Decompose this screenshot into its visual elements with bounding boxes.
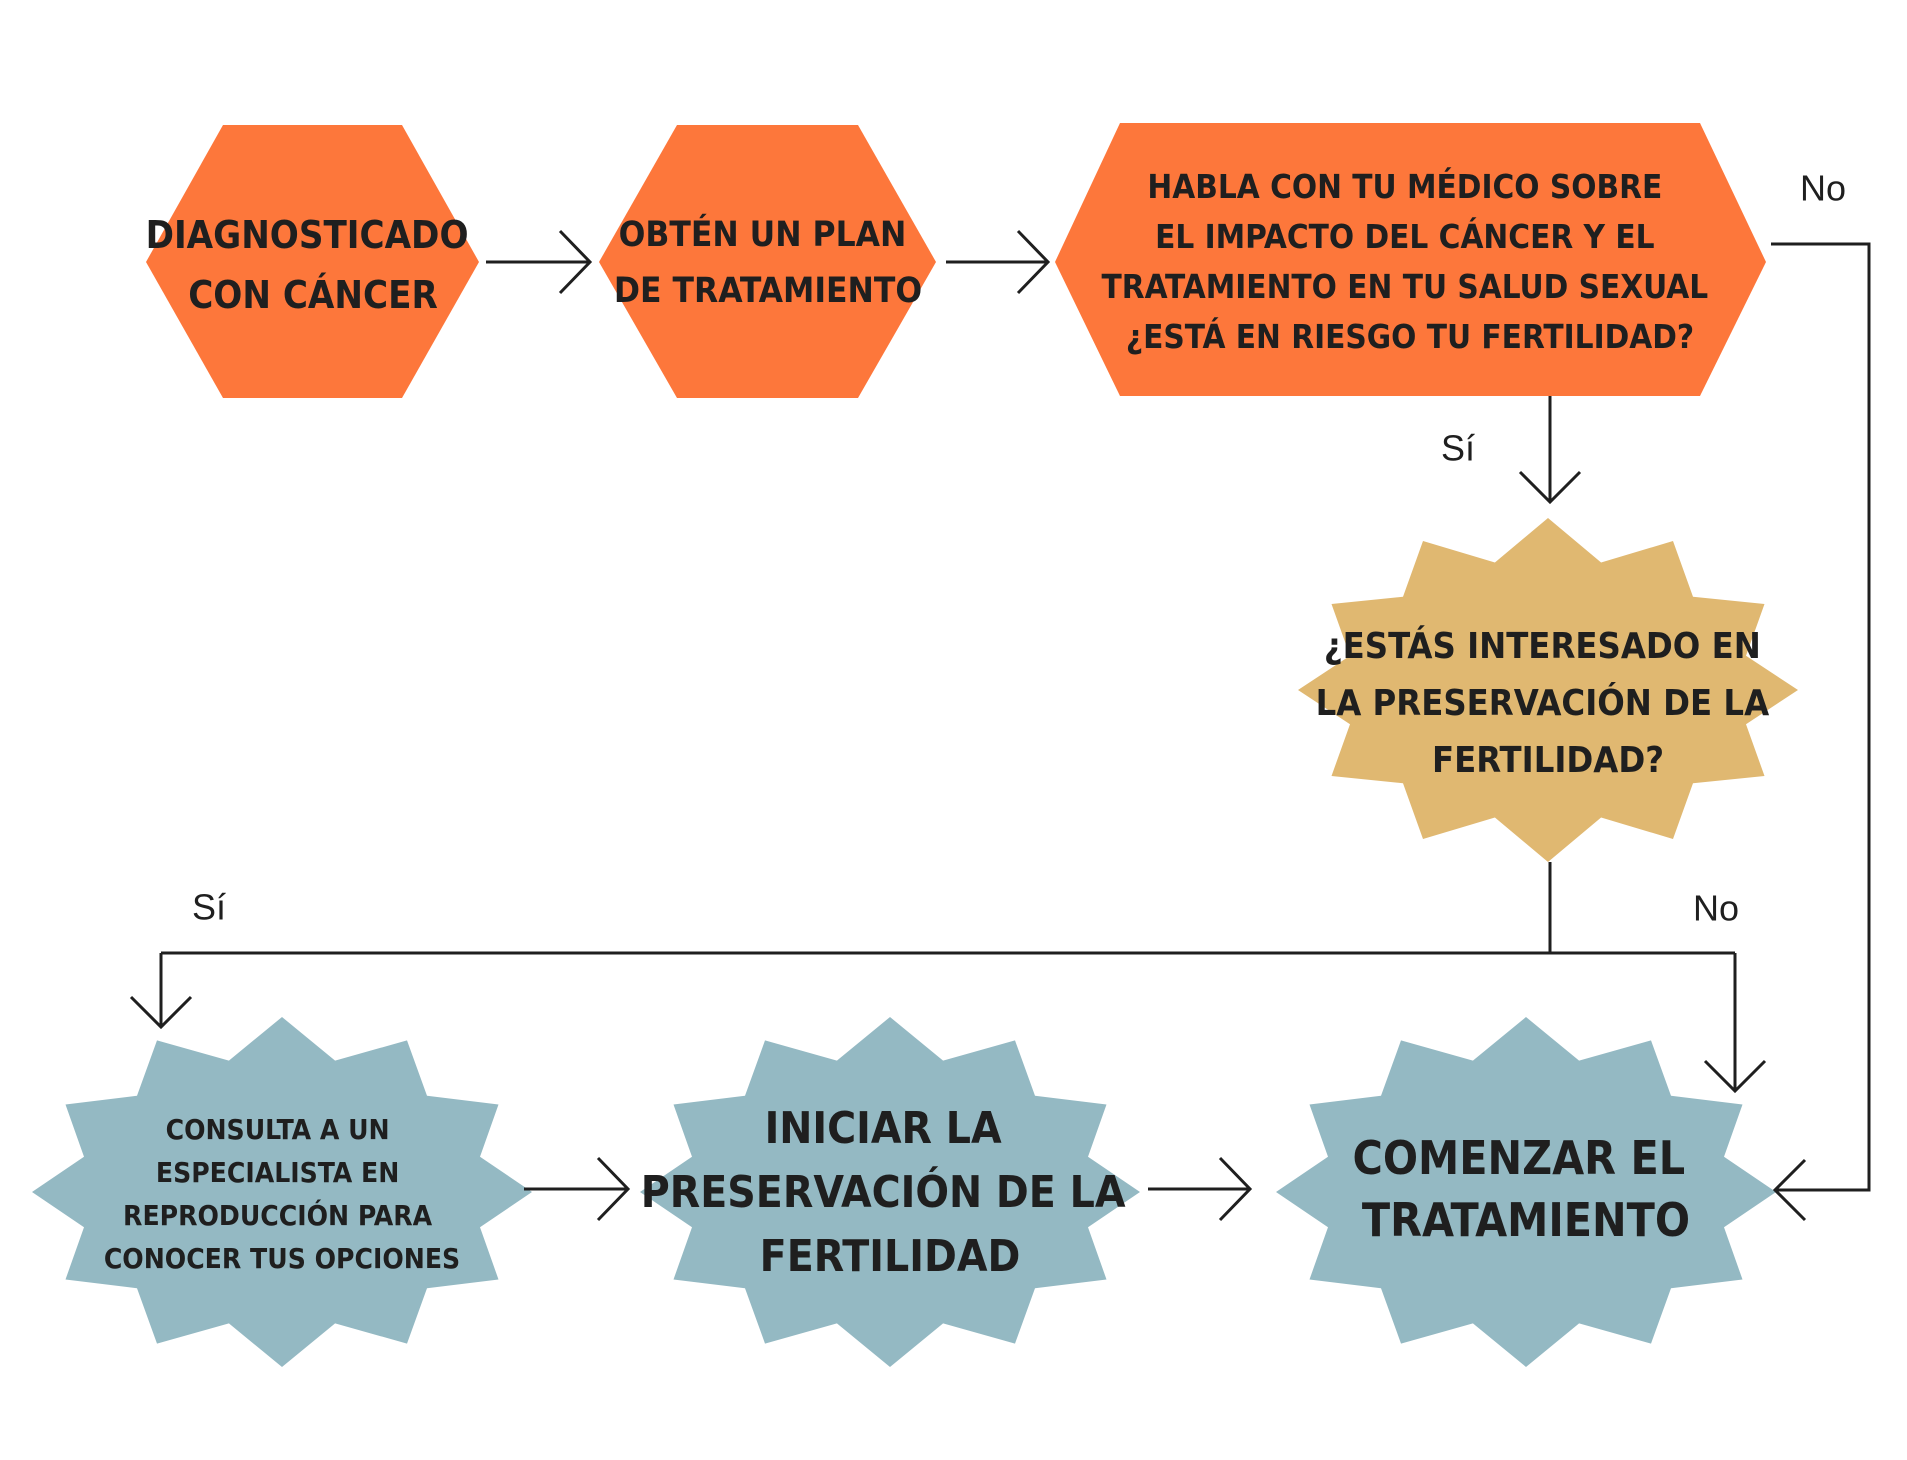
interest-yes-label: Sí xyxy=(192,887,226,928)
treatment-plan-label-line-1: OBTÉN UN PLAN xyxy=(619,213,907,255)
start-preservation-star xyxy=(640,1017,1140,1367)
connectors-layer xyxy=(129,229,1871,1222)
arrowhead-plan-talk xyxy=(1016,229,1051,295)
connector-talk-start xyxy=(1771,242,1871,1192)
treatment-plan-label-line-2: DE TRATAMIENTO xyxy=(614,271,922,311)
text-layer: DIAGNOSTICADO CON CÁNCER OBTÉN UN PLAN D… xyxy=(104,166,1846,1283)
shapes-layer xyxy=(32,123,1798,1367)
consult-specialist-label-line-3: REPRODUCCIÓN PARA xyxy=(123,1198,433,1232)
talk-to-doctor-label-line-1: HABLA CON TU MÉDICO SOBRE xyxy=(1147,166,1662,206)
talk-yes-label: Sí xyxy=(1441,428,1475,469)
start-treatment-label: COMENZAR EL TRATAMIENTO xyxy=(1352,1131,1699,1247)
interest-question-label-line-3: FERTILIDAD? xyxy=(1432,740,1664,781)
interest-question-label: ¿ESTÁS INTERESADO EN LA PRESERVACIÓN DE … xyxy=(1316,625,1781,781)
arrowhead-split-start xyxy=(1703,1059,1767,1094)
interest-question-label-line-1: ¿ESTÁS INTERESADO EN xyxy=(1324,625,1761,667)
start-treatment-star xyxy=(1276,1017,1776,1367)
diagnosed-label: DIAGNOSTICADO CON CÁNCER xyxy=(146,213,481,317)
arrowhead-split-consult xyxy=(129,995,193,1030)
consult-specialist-star xyxy=(32,1017,532,1367)
start-preservation-label-line-1: INICIAR LA xyxy=(765,1103,1002,1154)
consult-specialist-label-line-1: CONSULTA A UN xyxy=(166,1113,390,1146)
start-preservation-label-line-3: FERTILIDAD xyxy=(760,1231,1021,1282)
diagnosed-hexagon xyxy=(146,125,479,398)
arrowhead-diagnosed-plan xyxy=(558,229,593,295)
talk-to-doctor-label-line-3: TRATAMIENTO EN TU SALUD SEXUAL xyxy=(1102,267,1709,306)
treatment-plan-label: OBTÉN UN PLAN DE TRATAMIENTO xyxy=(614,213,922,311)
talk-to-doctor-label: HABLA CON TU MÉDICO SOBRE EL IMPACTO DEL… xyxy=(1102,166,1719,356)
arrowhead-talk-interest xyxy=(1518,470,1582,505)
diagnosed-label-line-1: DIAGNOSTICADO xyxy=(146,213,469,257)
consult-specialist-label: CONSULTA A UN ESPECIALISTA EN REPRODUCCI… xyxy=(104,1113,460,1275)
arrowhead-talk-start xyxy=(1772,1158,1807,1222)
arrowhead-consult-preserve xyxy=(596,1156,631,1222)
start-preservation-label: INICIAR LA PRESERVACIÓN DE LA FERTILIDAD xyxy=(641,1103,1140,1282)
interest-no-label: No xyxy=(1693,888,1739,929)
talk-to-doctor-hexagon xyxy=(1055,123,1766,396)
start-preservation-label-line-2: PRESERVACIÓN DE LA xyxy=(641,1165,1126,1218)
consult-specialist-label-line-2: ESPECIALISTA EN xyxy=(156,1156,400,1189)
arrowhead-preserve-start xyxy=(1218,1156,1253,1222)
diagnosed-label-line-2: CON CÁNCER xyxy=(188,273,438,317)
interest-question-star xyxy=(1298,518,1798,862)
treatment-plan-hexagon xyxy=(599,125,936,398)
start-treatment-label-line-2: TRATAMIENTO xyxy=(1362,1193,1690,1247)
consult-specialist-label-line-4: CONOCER TUS OPCIONES xyxy=(104,1242,460,1275)
interest-question-label-line-2: LA PRESERVACIÓN DE LA xyxy=(1316,682,1770,724)
talk-to-doctor-label-line-2: EL IMPACTO DEL CÁNCER Y EL xyxy=(1155,216,1655,256)
start-treatment-label-line-1: COMENZAR EL xyxy=(1352,1131,1685,1185)
talk-to-doctor-label-line-4: ¿ESTÁ EN RIESGO TU FERTILIDAD? xyxy=(1126,316,1694,356)
talk-no-label: No xyxy=(1800,168,1846,209)
